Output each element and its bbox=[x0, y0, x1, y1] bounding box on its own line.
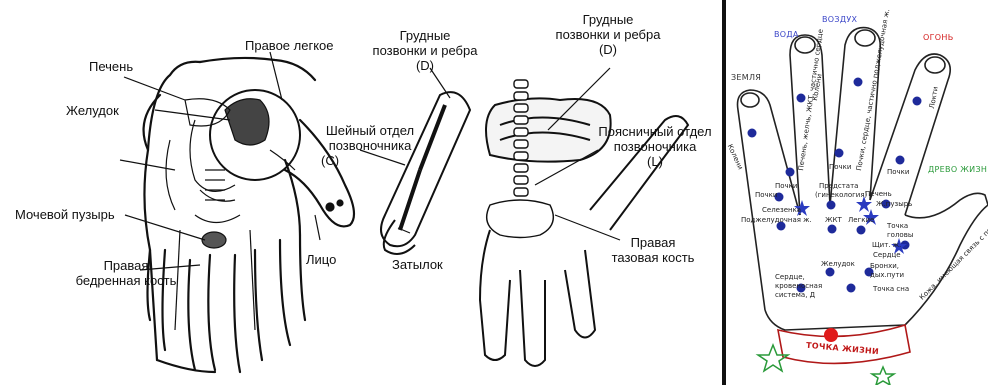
label-pancreas: Поджелудочная ж. bbox=[741, 216, 812, 224]
label-gallbladder: Ж.пузырь bbox=[876, 200, 912, 208]
point-kidneys-index bbox=[896, 156, 905, 165]
label-cardio-1: Сердце, bbox=[775, 273, 805, 281]
label-kidneys-middle: Почки bbox=[829, 163, 851, 171]
label-head-2: головы bbox=[887, 231, 913, 239]
point-lungs bbox=[857, 226, 866, 235]
label-bronchi-2: дых.пути bbox=[870, 271, 904, 279]
element-water: ВОДА bbox=[774, 30, 799, 39]
point-knees-middle bbox=[854, 78, 863, 87]
point-knees-ring bbox=[797, 94, 806, 103]
point-kidneys-middle bbox=[835, 149, 844, 158]
label-bronchi-1: Бронхи, bbox=[870, 262, 899, 270]
label-stomach: Желудок bbox=[821, 260, 855, 268]
label-cardio-3: система, Д bbox=[775, 291, 815, 299]
point-bronchi bbox=[847, 284, 856, 293]
label-prostate-1: Предстата bbox=[819, 182, 858, 190]
element-wood: ДРЕВО ЖИЗНИ bbox=[928, 165, 988, 174]
label-kidneys: Почки bbox=[755, 191, 777, 199]
label-kidneys-index: Почки bbox=[887, 168, 909, 176]
label-liver: Печень bbox=[865, 190, 892, 198]
point-prostate bbox=[827, 201, 836, 210]
label-thyroid: Щит. ж. bbox=[872, 241, 901, 249]
life-point-dot bbox=[824, 328, 838, 342]
label-cardio-2: кровеносная bbox=[775, 282, 822, 290]
point-elbows-index bbox=[913, 97, 922, 106]
point-elbows-little bbox=[748, 129, 757, 138]
label-gi: ЖКТ bbox=[825, 216, 842, 224]
label-prostate-2: (гинекология) bbox=[815, 191, 867, 199]
element-earth: ЗЕМЛЯ bbox=[731, 73, 761, 82]
label-sleep: Точка сна bbox=[873, 285, 909, 293]
point-gi bbox=[828, 225, 837, 234]
element-air: ВОЗДУХ bbox=[822, 15, 857, 24]
point-kidneys-ring bbox=[786, 168, 795, 177]
label-lungs: Легкие bbox=[848, 216, 874, 224]
point-stomach bbox=[826, 268, 835, 277]
label-spleen: Селезенка bbox=[762, 206, 801, 214]
label-heart: Сердце bbox=[873, 251, 901, 259]
element-fire: ОГОНЬ bbox=[923, 33, 953, 42]
label-head-1: Точка bbox=[887, 222, 908, 230]
label-kidneys-ring: Почки bbox=[775, 182, 797, 190]
